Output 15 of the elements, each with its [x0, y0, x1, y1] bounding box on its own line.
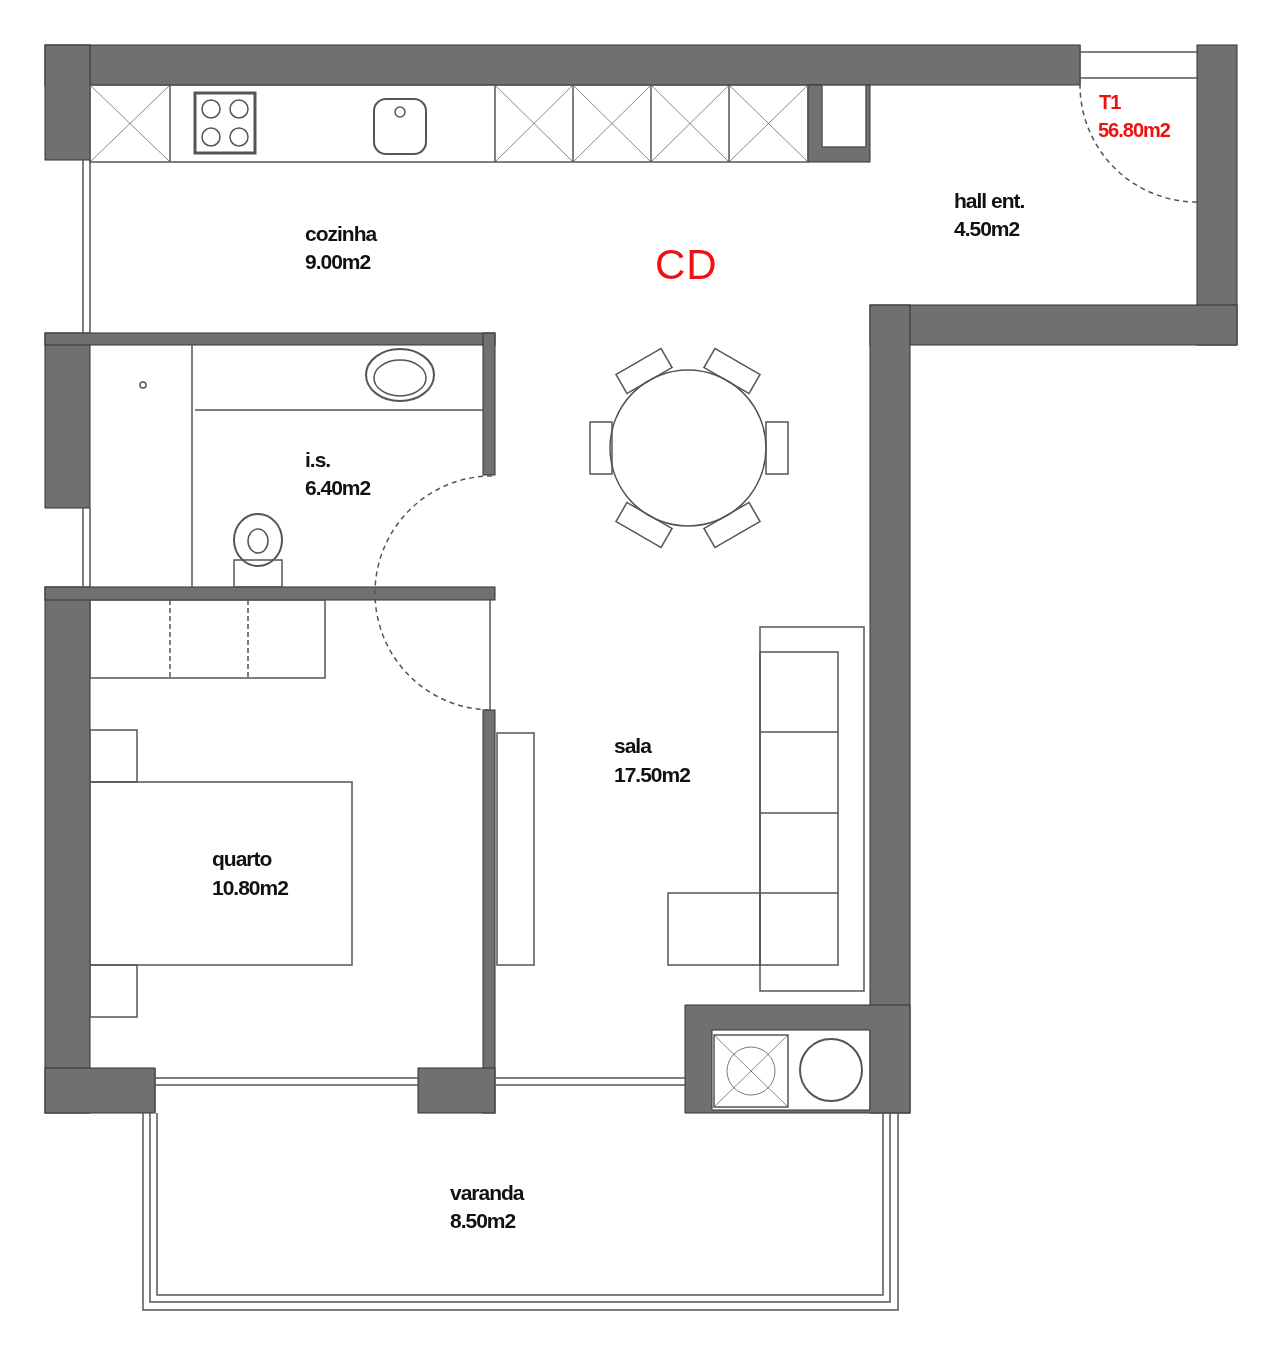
room-name: quarto: [212, 848, 272, 869]
room-area: 4.50m2: [954, 218, 1020, 239]
room-name: i.s.: [305, 449, 331, 470]
room-area: 17.50m2: [614, 764, 690, 785]
room-area: 6.40m2: [305, 477, 371, 498]
unit-type-label: T1: [1099, 92, 1121, 112]
unit-area-label: 56.80m2: [1098, 120, 1170, 140]
room-name: sala: [614, 735, 651, 756]
room-name: varanda: [450, 1182, 524, 1203]
room-name: hall ent.: [954, 190, 1025, 211]
room-area: 10.80m2: [212, 877, 288, 898]
room-name: cozinha: [305, 223, 377, 244]
floor-label: CD: [655, 244, 718, 286]
room-area: 9.00m2: [305, 251, 371, 272]
room-area: 8.50m2: [450, 1210, 516, 1231]
